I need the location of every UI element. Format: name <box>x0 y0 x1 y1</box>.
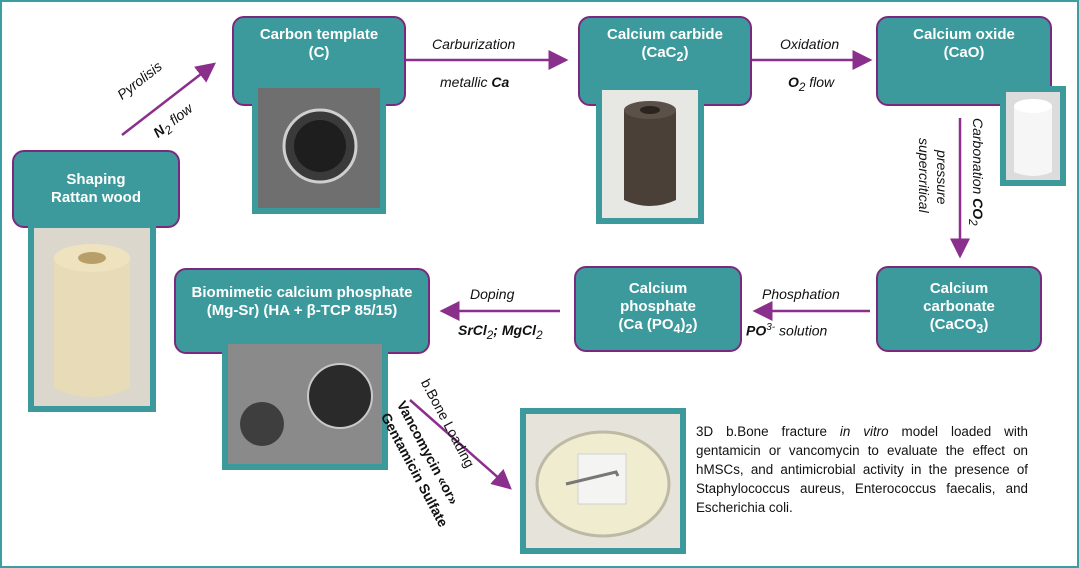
doping-r2: MgCl <box>501 322 537 338</box>
phosphation-name: Phosphation <box>762 286 840 302</box>
arrow-pyrolisis <box>121 62 216 136</box>
doping-sep: ; <box>493 322 502 338</box>
oxidation-sub: 2 <box>798 80 806 94</box>
invitro-model-image <box>526 414 680 548</box>
oxidation-name: Oxidation <box>780 36 840 52</box>
label-oxidation-reagent: O2 flow <box>788 74 834 94</box>
label-carbonation-cond1: pressure <box>934 150 950 204</box>
phosphate-subscript: 4 <box>673 322 681 336</box>
photo-carbon-sem <box>252 82 386 214</box>
node-carbon-line2: (C) <box>308 44 330 61</box>
node-carbide-line2: (CaC2) <box>642 44 689 66</box>
carburization-reagent-pre: metallic <box>440 74 492 90</box>
node-biomimetic-line2: (Mg-Sr) (HA + β-TCP 85/15) <box>206 302 398 319</box>
phosphate-formula: (Ca (PO <box>618 316 674 333</box>
model-description: 3D b.Bone fracture in vitro model loaded… <box>696 422 1028 517</box>
label-carbonation: Carbonation CO2 <box>966 118 986 226</box>
carbonation-cond1: pressure <box>934 150 950 205</box>
label-phosphation: Phosphation <box>762 286 840 302</box>
phosphation-reagent: PO <box>746 322 767 339</box>
carbonate-subscript: 3 <box>976 322 984 336</box>
label-phosphation-reagent: PO3- solution <box>746 322 827 339</box>
label-carburization-reagent: metallic Ca <box>440 74 509 90</box>
description-pre: 3D b.Bone fracture <box>696 424 840 439</box>
doping-r2-sub: 2 <box>536 328 543 342</box>
label-carburization: Carburization <box>432 36 515 52</box>
description-post: model loaded with gentamicin or vancomyc… <box>696 424 1028 515</box>
photo-carbide-cylinder <box>596 84 704 224</box>
carburization-reagent: Ca <box>491 74 510 90</box>
phosphation-sup: 3- <box>766 322 776 333</box>
rattan-cylinder-image <box>34 228 150 406</box>
photo-rattan-cylinder <box>28 222 156 412</box>
carbonation-name: Carbonation <box>970 118 986 199</box>
carbonation-sub: 2 <box>966 219 980 226</box>
node-biomimetic-line1: Biomimetic calcium phosphate <box>191 284 413 301</box>
carburization-name: Carburization <box>432 36 516 52</box>
node-carbon-line1: Carbon template <box>259 26 379 43</box>
node-carbonate-line1: Calcium <box>929 280 989 297</box>
arrow-loading <box>409 399 512 490</box>
node-oxide-line2: (CaO) <box>943 44 985 61</box>
photo-oxide-cylinder <box>1000 86 1066 186</box>
label-doping: Doping <box>470 286 514 302</box>
carbonation-cond2: supercritical <box>916 138 932 213</box>
description-emphasis: in vitro <box>839 424 889 439</box>
doping-r1-sub: 2 <box>486 328 494 342</box>
label-carbonation-cond2: supercritical <box>916 138 932 213</box>
label-doping-reagent: SrCl2; MgCl2 <box>458 322 543 342</box>
node-phosphate-line1: Calcium <box>628 280 688 297</box>
node-phosphate-line2: phosphate <box>620 298 696 315</box>
oxidation-tail: flow <box>805 74 835 90</box>
node-calcium-phosphate: Calcium phosphate (Ca (PO4)2) <box>574 266 742 352</box>
node-carbonate-line3: (CaCO3) <box>930 316 989 338</box>
label-oxidation: Oxidation <box>780 36 839 52</box>
phosphate-close: ) <box>680 316 686 333</box>
phosphate-close-2: ) <box>692 316 698 333</box>
carbide-formula: (CaC <box>641 44 677 61</box>
doping-name: Doping <box>470 286 515 302</box>
node-shaping: Shaping Rattan wood <box>12 150 180 228</box>
photo-biomimetic-sem <box>222 338 388 470</box>
oxidation-reagent: O <box>788 74 799 90</box>
node-shaping-line1: Shaping <box>66 171 126 188</box>
carbonation-reagent: CO <box>970 198 986 220</box>
carbide-cylinder-image <box>602 90 698 218</box>
node-calcium-carbonate: Calcium carbonate (CaCO3) <box>876 266 1042 352</box>
carbonate-formula: (CaCO <box>929 316 977 333</box>
carbon-sem-image <box>258 88 380 208</box>
node-shaping-line2: Rattan wood <box>51 189 141 206</box>
carbide-subscript: 2 <box>676 50 684 64</box>
oxide-cylinder-image <box>1006 92 1060 180</box>
biomimetic-sem-image <box>228 344 382 464</box>
node-carbonate-line2: carbonate <box>923 298 995 315</box>
node-phosphate-line3: (Ca (PO4)2) <box>619 316 698 338</box>
carbide-close: ) <box>683 44 689 61</box>
phosphation-tail: solution <box>775 322 828 339</box>
carbonate-close: ) <box>983 316 989 333</box>
phosphate-subscript-2: 2 <box>685 322 693 336</box>
node-oxide-line1: Calcium oxide <box>913 26 1015 43</box>
node-carbide-line1: Calcium carbide <box>607 26 723 43</box>
photo-invitro-model <box>520 408 686 554</box>
doping-r1: SrCl <box>458 322 487 338</box>
